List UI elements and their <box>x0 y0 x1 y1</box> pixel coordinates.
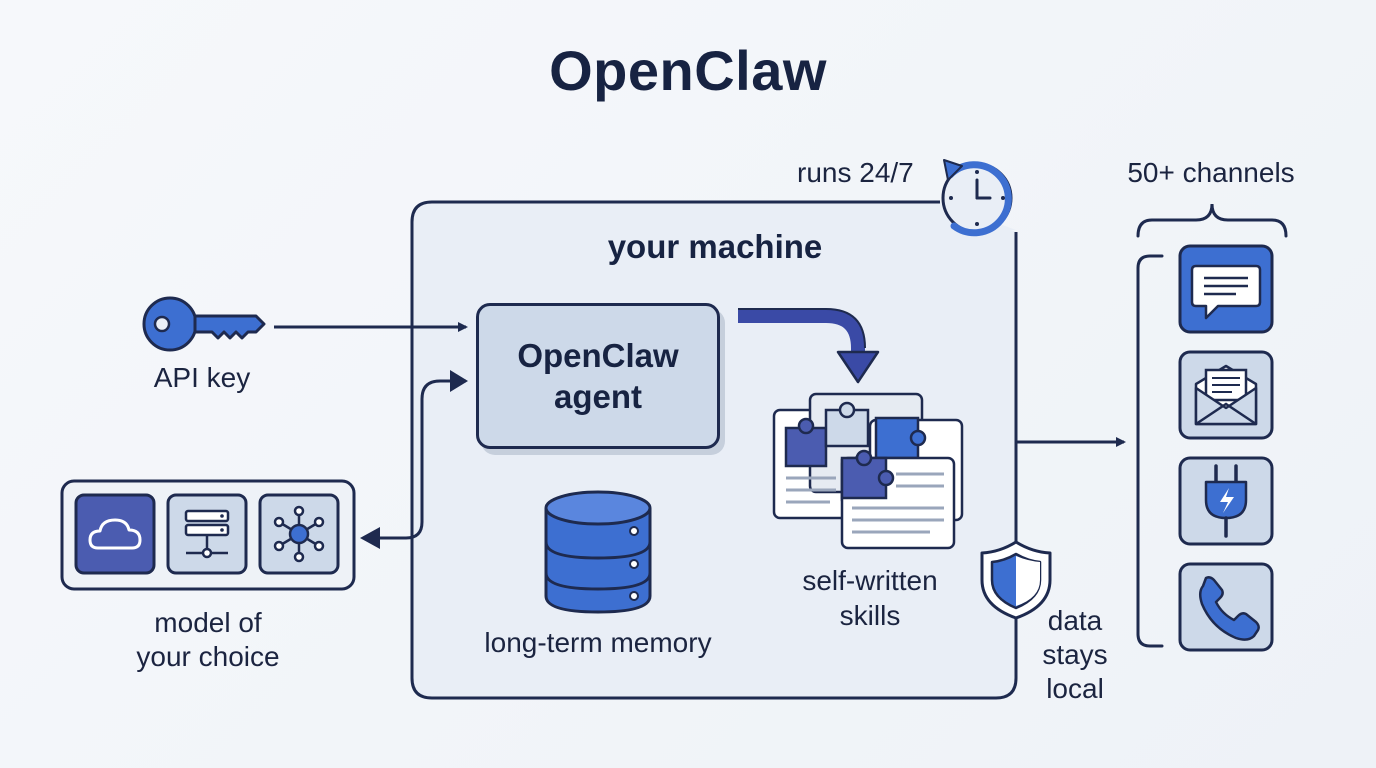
skills-label-line1: self-written <box>802 565 938 596</box>
models-label-line1: model of <box>154 607 262 638</box>
cloud-icon <box>74 493 156 575</box>
agent-box: OpenClaw agent <box>476 303 720 449</box>
privacy-label-line1: data <box>1047 605 1103 636</box>
server-icon <box>166 493 248 575</box>
arrow-models-agent <box>360 370 468 549</box>
channels-bracket <box>1136 203 1288 648</box>
agent-title-line1: OpenClaw <box>517 336 679 374</box>
machine-label: your machine <box>607 228 823 265</box>
runs-label: runs 24/7 <box>797 157 914 188</box>
privacy-label: data stays local <box>1030 604 1120 706</box>
plug-icon <box>1178 456 1274 546</box>
shield-icon <box>980 540 1052 620</box>
puzzle-icon <box>772 392 964 550</box>
models-label: model of your choice <box>96 606 320 674</box>
mail-icon <box>1178 350 1274 440</box>
privacy-label-line3: local <box>1046 673 1104 704</box>
network-icon <box>258 493 340 575</box>
api-key-label: API key <box>153 362 251 393</box>
phone-icon <box>1178 562 1274 652</box>
page-title: OpenClaw <box>549 39 827 102</box>
key-icon <box>142 296 266 352</box>
skills-label-line2: skills <box>839 600 901 631</box>
skills-label: self-written skills <box>780 563 960 633</box>
memory-label: long-term memory <box>484 627 712 658</box>
channels-label: 50+ channels <box>1127 157 1295 188</box>
chat-icon <box>1178 244 1274 334</box>
database-icon <box>544 490 652 614</box>
agent-title-line2: agent <box>553 378 642 415</box>
models-label-line2: your choice <box>136 641 280 672</box>
arrow-agent-to-skills <box>738 308 880 384</box>
privacy-label-line2: stays <box>1042 639 1108 670</box>
clock-icon <box>941 159 1013 237</box>
